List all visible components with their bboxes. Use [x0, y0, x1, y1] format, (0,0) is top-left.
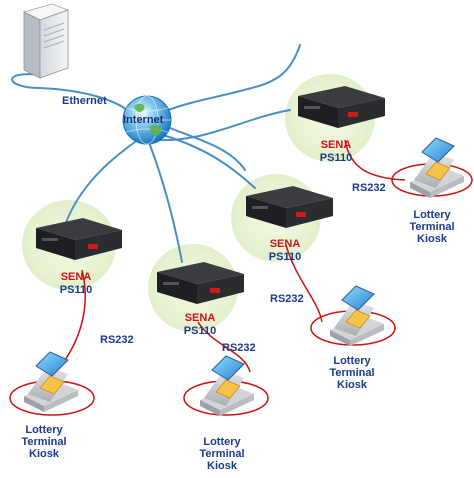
ethernet-label: Ethernet [62, 95, 107, 107]
device-brand-label: SENA [320, 139, 352, 151]
internet-globe-icon [122, 95, 172, 145]
internet-label: Internet [123, 114, 164, 126]
device-model-label: PS110 [319, 152, 353, 164]
device-model-label: PS110 [59, 284, 93, 296]
ethernet-cables [11, 44, 301, 263]
device-box-icon [246, 186, 333, 228]
device-box-icon [157, 262, 244, 304]
device-brand-label: SENA [184, 312, 216, 324]
device-brand-label: SENA [269, 238, 301, 250]
kiosk-icon [410, 137, 464, 198]
kiosk-icon [330, 285, 384, 346]
device-box-icon [298, 86, 385, 128]
serial-label: RS232 [222, 342, 256, 354]
kiosk-icon [24, 351, 78, 412]
serial-label: RS232 [100, 334, 134, 346]
server-icon [22, 3, 70, 79]
device-model-label: PS110 [268, 251, 302, 263]
kiosk-icon [200, 355, 254, 416]
device-brand-label: SENA [60, 271, 92, 283]
device-model-label: PS110 [183, 325, 217, 337]
serial-label: RS232 [270, 293, 304, 305]
serial-label: RS232 [352, 182, 386, 194]
device-box-icon [36, 218, 122, 260]
